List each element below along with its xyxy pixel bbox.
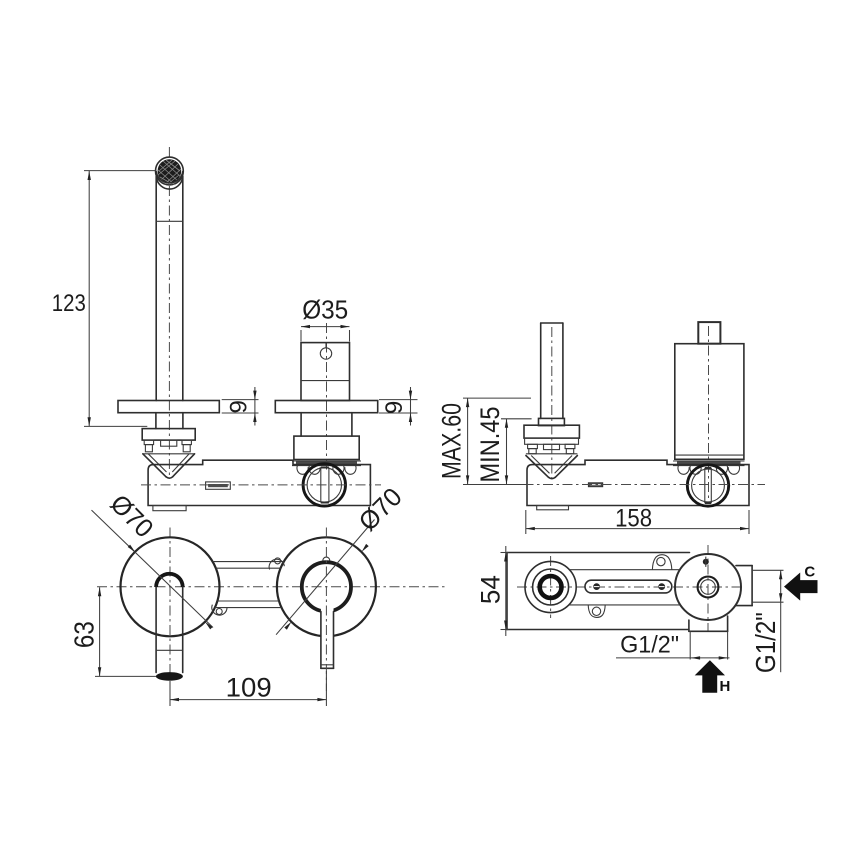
svg-text:MAX.60: MAX.60 bbox=[437, 403, 467, 479]
svg-text:H: H bbox=[720, 678, 731, 695]
svg-text:9: 9 bbox=[381, 401, 408, 414]
svg-text:Ø35: Ø35 bbox=[302, 295, 348, 325]
svg-text:158: 158 bbox=[615, 505, 652, 533]
svg-text:C: C bbox=[804, 564, 815, 581]
svg-text:9: 9 bbox=[226, 400, 253, 413]
svg-text:G1/2": G1/2" bbox=[620, 632, 679, 659]
svg-text:MIN.45: MIN.45 bbox=[475, 407, 505, 483]
svg-text:63: 63 bbox=[69, 621, 100, 648]
svg-text:109: 109 bbox=[226, 673, 272, 703]
svg-text:54: 54 bbox=[476, 575, 506, 604]
svg-text:123: 123 bbox=[52, 290, 86, 317]
svg-text:G1/2": G1/2" bbox=[750, 612, 781, 673]
